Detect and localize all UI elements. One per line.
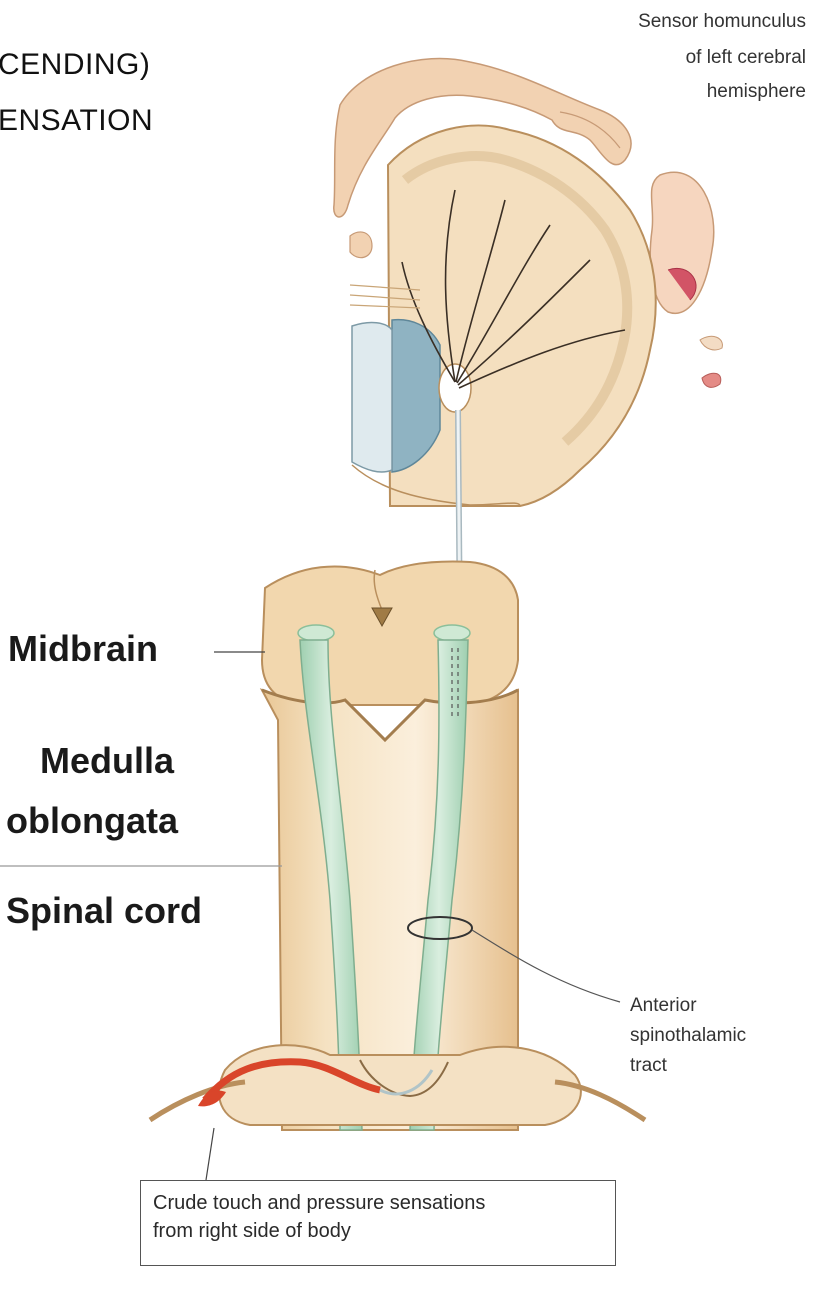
spinal-cross-section: [150, 1045, 645, 1125]
heading-line-2: ENSATION: [0, 104, 153, 138]
tract-label-line-2: spinothalamic: [630, 1024, 746, 1047]
medulla-label-line-2: oblongata: [6, 800, 178, 842]
midbrain-label: Midbrain: [8, 628, 158, 670]
caption-line-1: Crude touch and pressure sensations: [153, 1189, 603, 1217]
caption-leader: [206, 1128, 214, 1180]
medulla-label-line-1: Medulla: [40, 740, 174, 782]
caption-line-2: from right side of body: [153, 1217, 603, 1245]
cerebral-hemisphere: [350, 125, 656, 506]
heading-line-1: CENDING): [0, 48, 150, 82]
homunculus-label-line-3: hemisphere: [707, 80, 806, 103]
tract-label-line-1: Anterior: [630, 994, 697, 1017]
spinal-cord-label: Spinal cord: [6, 890, 202, 932]
homunculus-label-line-2: of left cerebral: [686, 46, 806, 69]
homunculus-label-line-1: Sensor homunculus: [638, 10, 806, 33]
tract-label-line-3: tract: [630, 1054, 667, 1077]
caption-box: Crude touch and pressure sensations from…: [140, 1180, 616, 1266]
midbrain-section: [262, 562, 518, 705]
